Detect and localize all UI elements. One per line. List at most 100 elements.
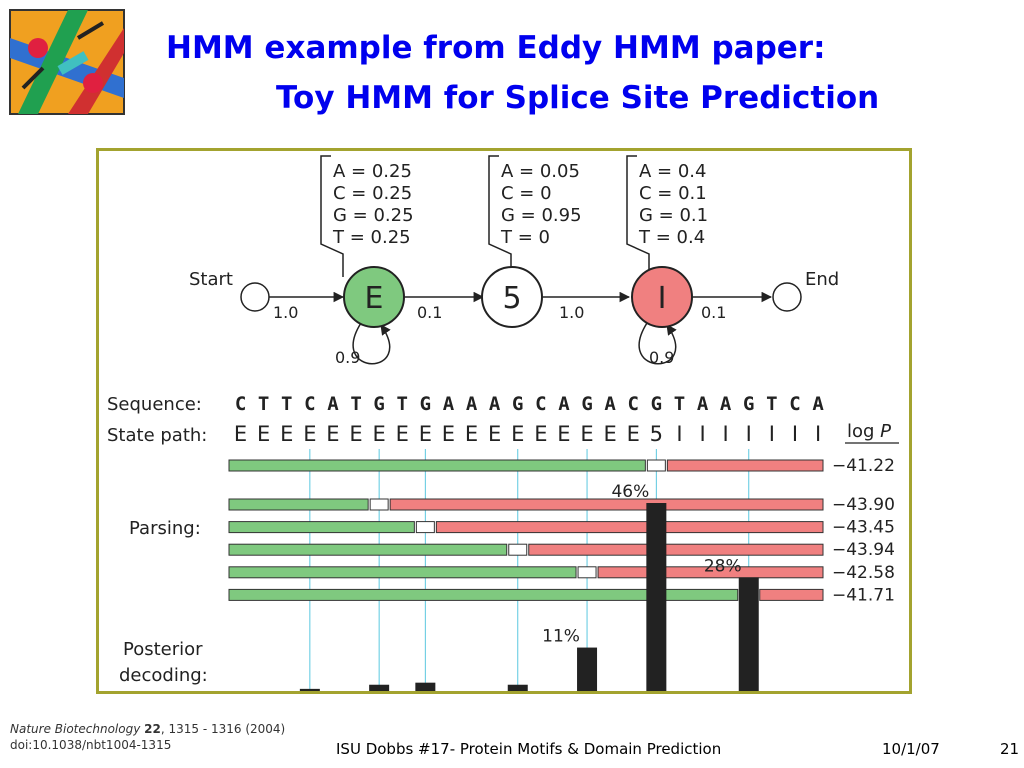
state-E <box>343 266 405 328</box>
sequence-letter: T <box>350 393 361 415</box>
sequence-letter: G <box>373 393 384 415</box>
slide-title-line-2: Toy HMM for Splice Site Prediction <box>276 80 880 116</box>
state-path-letter: E <box>303 422 316 446</box>
posterior-bar <box>369 684 390 691</box>
sequence-letter: G <box>581 393 592 415</box>
emission-E-T: T = 0.25 <box>332 227 411 248</box>
sequence-letter: C <box>628 393 639 415</box>
citation-doi: doi:10.1038/nbt1004-1315 <box>10 738 172 752</box>
parsing-label: Parsing: <box>129 518 201 539</box>
citation-line: Nature Biotechnology 22, 1315 - 1316 (20… <box>10 722 285 736</box>
sequence-letter: C <box>789 393 800 415</box>
sequence-letter: A <box>720 393 732 415</box>
posterior-bar <box>646 503 667 691</box>
logp-header-prefix: log <box>847 421 880 442</box>
sequence-letter: T <box>281 393 292 415</box>
exon-segment <box>228 498 369 511</box>
footer-date: 10/1/07 <box>882 740 940 758</box>
posterior-label: 28% <box>704 556 742 576</box>
intron-segment <box>389 498 824 511</box>
splice-site-box <box>415 521 435 534</box>
splice-site-box <box>577 566 597 579</box>
emission-5-A: A = 0.05 <box>501 161 580 182</box>
emission-I-C: C = 0.1 <box>639 183 707 204</box>
exon-segment <box>228 521 415 534</box>
sequence-letter: A <box>812 393 824 415</box>
citation-pages: , 1315 - 1316 (2004) <box>160 722 286 736</box>
state-path-letter: E <box>373 422 386 446</box>
state-path-letter: I <box>723 422 729 446</box>
emission-box-I: A = 0.4 C = 0.1 G = 0.1 T = 0.4 <box>626 155 708 277</box>
state-path-letter: I <box>699 422 705 446</box>
splice-site-box <box>369 498 389 511</box>
state-path-letter: I <box>746 422 752 446</box>
state-path-letter: E <box>580 422 593 446</box>
state-I-label: I <box>658 281 667 316</box>
transition-label-E-5: 0.1 <box>417 303 442 322</box>
state-path-letter: I <box>815 422 821 446</box>
slide-title-line-1: HMM example from Eddy HMM paper: <box>166 30 826 66</box>
state-path-letter: E <box>557 422 570 446</box>
emission-box-5: A = 0.05 C = 0 G = 0.95 T = 0 <box>488 155 582 277</box>
state-path-letter: E <box>326 422 339 446</box>
state-path-letter: E <box>419 422 432 446</box>
sequence-letter: A <box>604 393 616 415</box>
end-node <box>772 282 802 312</box>
intron-segment <box>528 543 824 556</box>
exon-segment <box>228 459 646 472</box>
emission-5-T: T = 0 <box>500 227 550 248</box>
state-path-letter: I <box>676 422 682 446</box>
state-path-letter: E <box>396 422 409 446</box>
sequence-letter: G <box>743 393 754 415</box>
emission-5-C: C = 0 <box>501 183 552 204</box>
posterior-label: 46% <box>611 482 649 502</box>
logp-header-var: P <box>880 421 891 442</box>
state-path-letter: E <box>627 422 640 446</box>
sequence-letter: A <box>697 393 709 415</box>
citation-volume: 22 <box>144 722 161 736</box>
posterior-bar <box>507 684 528 691</box>
state-path-letter: E <box>465 422 478 446</box>
logp-value: −43.90 <box>832 495 895 515</box>
intron-segment <box>597 566 824 579</box>
posterior-label-1: Posterior <box>123 639 203 660</box>
emission-E-G: G = 0.25 <box>333 205 414 226</box>
state-path-letter: E <box>488 422 501 446</box>
exon-segment <box>228 588 739 601</box>
emission-I-A: A = 0.4 <box>639 161 706 182</box>
state-path-letter: E <box>604 422 617 446</box>
footer-page-number: 21 <box>1000 740 1020 758</box>
state-path-letter: E <box>511 422 524 446</box>
transition-label-start-E: 1.0 <box>273 303 298 322</box>
footer-course: ISU Dobbs #17- Protein Motifs & Domain P… <box>336 740 722 758</box>
sequence-letter: C <box>304 393 315 415</box>
emission-E-C: C = 0.25 <box>333 183 412 204</box>
exon-segment <box>228 566 577 579</box>
state-path-letter: E <box>280 422 293 446</box>
sequence-letter: T <box>766 393 777 415</box>
hmm-figure: A = 0.25 C = 0.25 G = 0.25 T = 0.25 A = … <box>96 148 912 694</box>
state-I <box>631 266 693 328</box>
sequence-letter: A <box>489 393 501 415</box>
intron-segment <box>666 459 824 472</box>
intron-segment <box>435 521 824 534</box>
start-label: Start <box>189 269 233 290</box>
emission-I-T: T = 0.4 <box>638 227 705 248</box>
self-loop-label-I: 0.9 <box>649 348 674 367</box>
exon-segment <box>228 543 508 556</box>
sequence-letter: T <box>674 393 685 415</box>
sequence-letter: A <box>327 393 339 415</box>
state-path-letter: E <box>349 422 362 446</box>
logp-value: −43.45 <box>832 518 895 538</box>
sequence-letter: T <box>397 393 408 415</box>
state-path-letter: 5 <box>650 422 663 446</box>
sequence-letter: G <box>420 393 431 415</box>
start-node <box>240 282 270 312</box>
emission-5-G: G = 0.95 <box>501 205 582 226</box>
posterior-bar <box>299 688 320 691</box>
posterior-label: 11% <box>542 627 580 647</box>
state-path-letter: E <box>257 422 270 446</box>
emission-I-G: G = 0.1 <box>639 205 708 226</box>
